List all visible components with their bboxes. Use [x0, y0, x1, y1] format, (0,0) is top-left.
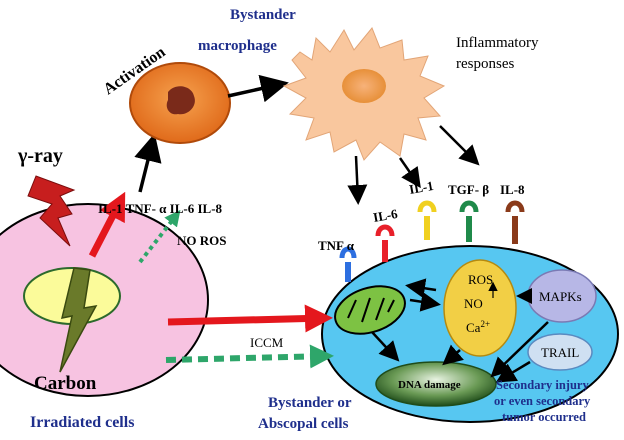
mito-to-dna-arrow — [371, 331, 400, 362]
bystander-macrophage-label-2: macrophage — [198, 38, 277, 54]
receptor-il1-icon — [417, 200, 437, 240]
receptor-tnf-label: TNF α — [318, 238, 355, 253]
trail-to-dna-arrow — [495, 360, 531, 383]
secondary-injury-line-2: or even secondary — [494, 394, 591, 408]
gamma-ray-label: γ-ray — [17, 145, 63, 167]
iccm-label: ICCM — [250, 335, 284, 350]
secondary-injury-line-1: Secondary injury — [496, 378, 589, 392]
receptor-tnf-icon — [339, 246, 357, 282]
activated-cell-nucleus — [166, 86, 195, 115]
macrophage-to-il1-arrow — [398, 157, 421, 189]
trail-oval — [527, 333, 593, 371]
no-label: NO — [464, 296, 483, 311]
inflammatory-label-1: Inflammatory — [456, 35, 539, 51]
mito-to-ros-arrow — [409, 291, 441, 312]
receptor-il1-label: IL-1 — [408, 178, 435, 197]
irradiated-green-dotted-arrow — [138, 209, 181, 264]
dna-damage-label: DNA damage — [398, 379, 461, 391]
ca-label: Ca2+ — [466, 319, 490, 335]
receptor-il6-label: IL-6 — [372, 206, 399, 225]
released-cytokines: IL-1 TNF- α IL-6 IL-8 — [98, 201, 223, 216]
macrophage-to-tgf-arrow — [439, 125, 480, 166]
receptor-tgf-icon — [459, 200, 479, 242]
receptor-il6-icon — [375, 224, 395, 262]
trail-label: TRAIL — [541, 345, 579, 360]
ros-to-mito-arrow — [405, 278, 437, 299]
receptor-il8-label: IL-8 — [500, 182, 525, 197]
macrophage-nucleus — [342, 69, 386, 103]
secondary-injury-line-3: tumor occurred — [502, 410, 586, 424]
ros-label: ROS — [468, 272, 493, 287]
irradiated-cells-label: Irradiated cells — [30, 414, 134, 431]
bystander-cells-label-1: Bystander or — [268, 395, 352, 411]
irradiated-to-cytokines-arrow — [88, 191, 126, 258]
ros-to-dna-arrow — [442, 344, 464, 366]
carbon-bolt-icon — [59, 267, 98, 373]
activation-to-macrophage-arrow — [227, 74, 289, 103]
no-ros-label: NO ROS — [177, 233, 226, 248]
iccm-green-dashed-arrow — [165, 344, 334, 369]
receptor-il8-icon — [505, 200, 525, 244]
ca-superscript: 2+ — [480, 319, 490, 329]
cytokines-to-activation-arrow — [134, 133, 162, 193]
bystander-macrophage-label-1: Bystander — [230, 7, 296, 23]
irradiated-to-bystander-red-arrow — [167, 304, 333, 333]
carbon-label: Carbon — [34, 373, 97, 394]
inflammatory-label-2: responses — [456, 56, 514, 72]
ros-no-ca-oval — [443, 259, 517, 357]
receptor-tgf-label: TGF- β — [448, 182, 489, 197]
macrophage-to-tnf-arrow — [347, 155, 368, 205]
mapks-label: MAPKs — [539, 289, 582, 304]
mitochondria-icon — [334, 285, 406, 335]
dna-damage-oval — [375, 361, 497, 407]
bystander-cells-label-2: Abscopal cells — [258, 416, 349, 432]
gamma-ray-bolt-icon — [27, 175, 76, 247]
